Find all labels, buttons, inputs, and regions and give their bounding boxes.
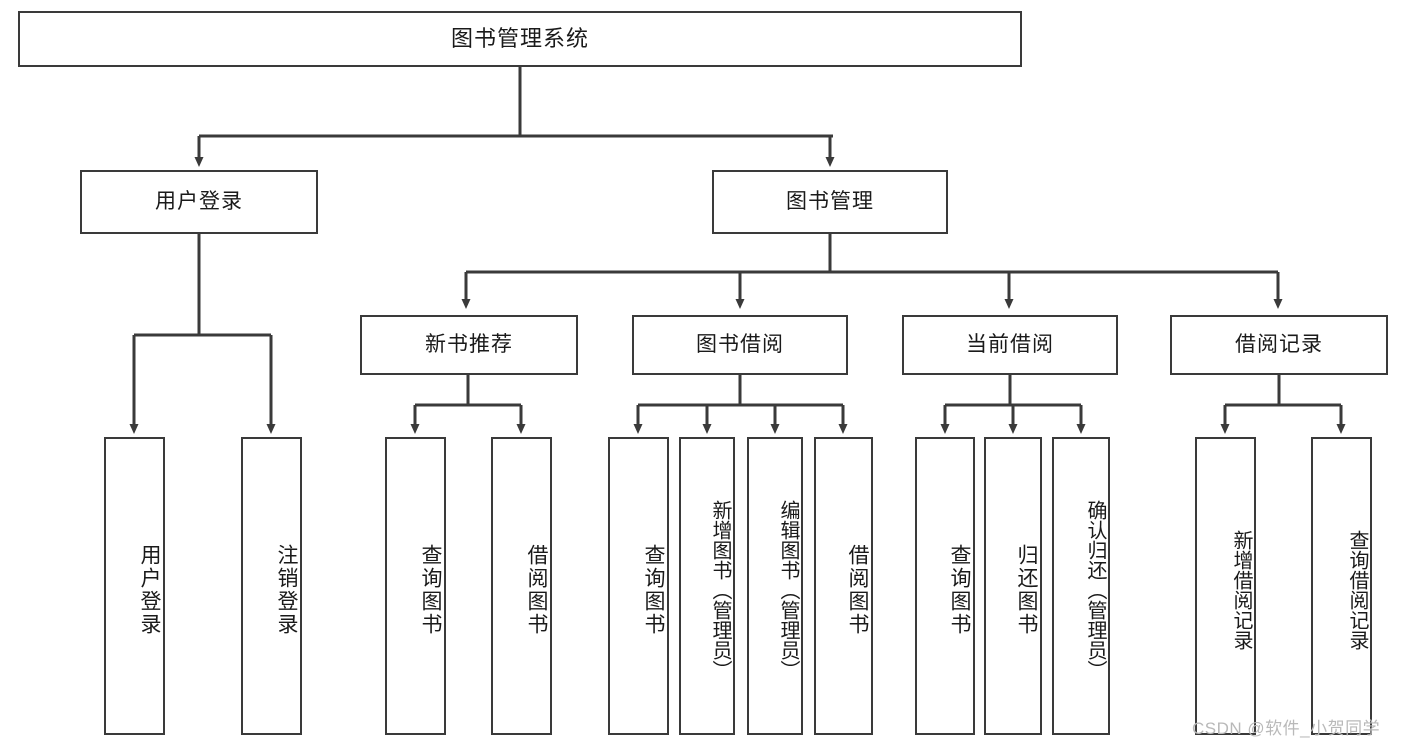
leaf-book-borrow-add-book-admin[interactable]: 新增图书（管理员） [679, 437, 735, 735]
node-label: 当前借阅 [966, 333, 1054, 357]
leaf-borrow-record-add-record[interactable]: 新增借阅记录 [1195, 437, 1256, 735]
leaf-book-borrow-query-book[interactable]: 查询图书 [608, 437, 669, 735]
node-label: 查询借阅记录 [1346, 530, 1368, 650]
node-label: 查询图书 [419, 544, 442, 636]
node-label: 新增借阅记录 [1230, 530, 1252, 650]
node-book-borrow[interactable]: 图书借阅 [632, 315, 848, 375]
node-label: 用户登录 [138, 544, 161, 636]
node-root-library-management-system[interactable]: 图书管理系统 [18, 11, 1022, 67]
leaf-new-book-query-book[interactable]: 查询图书 [385, 437, 446, 735]
node-label: 新书推荐 [425, 333, 513, 357]
node-label: 注销登录 [275, 544, 298, 636]
node-label: 查询图书 [642, 544, 665, 636]
leaf-current-borrow-return-book[interactable]: 归还图书 [984, 437, 1042, 735]
node-label: 图书管理系统 [450, 25, 589, 51]
leaf-current-borrow-query-book[interactable]: 查询图书 [915, 437, 975, 735]
node-label: 归还图书 [1015, 544, 1038, 636]
node-label: 编辑图书（管理员） [777, 500, 799, 680]
node-label: 图书管理 [786, 190, 874, 214]
node-label: 确认归还（管理员） [1084, 500, 1106, 680]
leaf-current-borrow-confirm-return-admin[interactable]: 确认归还（管理员） [1052, 437, 1110, 735]
node-label: 借阅记录 [1235, 333, 1323, 357]
leaf-new-book-borrow-book[interactable]: 借阅图书 [491, 437, 552, 735]
node-new-book-recommend[interactable]: 新书推荐 [360, 315, 578, 375]
node-label: 图书借阅 [696, 333, 784, 357]
leaf-borrow-record-query-record[interactable]: 查询借阅记录 [1311, 437, 1372, 735]
node-user-login[interactable]: 用户登录 [80, 170, 318, 234]
node-label: 借阅图书 [525, 544, 548, 636]
node-borrow-record[interactable]: 借阅记录 [1170, 315, 1388, 375]
leaf-user-login-login[interactable]: 用户登录 [104, 437, 165, 735]
leaf-book-borrow-borrow-book[interactable]: 借阅图书 [814, 437, 873, 735]
node-label: 借阅图书 [846, 544, 869, 636]
node-label: 查询图书 [948, 544, 971, 636]
node-label: 用户登录 [155, 190, 243, 214]
leaf-book-borrow-edit-book-admin[interactable]: 编辑图书（管理员） [747, 437, 803, 735]
node-current-borrow[interactable]: 当前借阅 [902, 315, 1118, 375]
node-label: 新增图书（管理员） [709, 500, 731, 680]
node-book-management[interactable]: 图书管理 [712, 170, 948, 234]
leaf-user-login-logout[interactable]: 注销登录 [241, 437, 302, 735]
